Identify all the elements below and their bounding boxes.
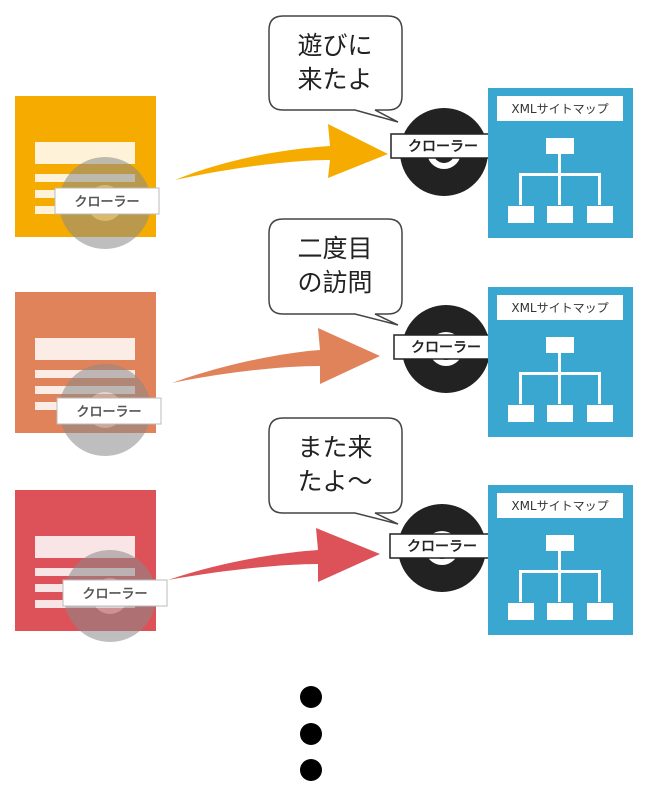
sitemap-tree-icon: XMLサイトマップ [488, 485, 633, 635]
crawler-tag: クローラー [389, 533, 496, 559]
crawler-label: クローラー [407, 539, 477, 555]
page-crawler-tag: クローラー [54, 187, 160, 215]
curved-arrow-icon [172, 328, 380, 384]
sitemap-title: XMLサイトマップ [511, 102, 608, 116]
row-2: クローラー 二度目 の訪問 クローラー XMLサイトマップ [15, 218, 633, 456]
crawler-tag: クローラー [390, 133, 496, 159]
speech-line-2: たよ〜 [297, 467, 372, 496]
crawler-tag: クローラー [393, 334, 500, 360]
row-3: クローラー また来 たよ〜 クローラー XMLサイトマップ [15, 417, 633, 642]
sitemap-title: XMLサイトマップ [511, 499, 608, 513]
speech-bubble: また来 たよ〜 [268, 417, 403, 525]
vertical-ellipsis-dots [300, 686, 322, 781]
speech-bubble: 二度目 の訪問 [268, 218, 403, 326]
speech-bubble: 遊びに 来たよ [268, 15, 403, 123]
page-crawler-label: クローラー [82, 587, 147, 602]
crawler-label: クローラー [411, 340, 481, 356]
sitemap-tree-icon: XMLサイトマップ [488, 88, 633, 238]
row-1: クローラー 遊びに 来たよ クローラー XMLサイトマップ [15, 15, 633, 249]
page-crawler-label: クローラー [76, 405, 141, 420]
speech-line-1: また来 [297, 433, 372, 462]
speech-line-1: 遊びに [297, 31, 372, 60]
page-crawler-tag: クローラー [56, 397, 162, 425]
speech-line-2: の訪問 [297, 268, 372, 297]
curved-arrow-icon [168, 528, 380, 582]
page-crawler-label: クローラー [74, 195, 139, 210]
curved-arrow-icon [175, 124, 388, 180]
page-crawler-tag: クローラー [62, 579, 168, 607]
sitemap-tree-icon: XMLサイトマップ [488, 287, 633, 437]
crawler-label: クローラー [408, 139, 478, 155]
speech-line-2: 来たよ [297, 65, 372, 94]
sitemap-title: XMLサイトマップ [511, 301, 608, 315]
speech-line-1: 二度目 [297, 234, 372, 263]
